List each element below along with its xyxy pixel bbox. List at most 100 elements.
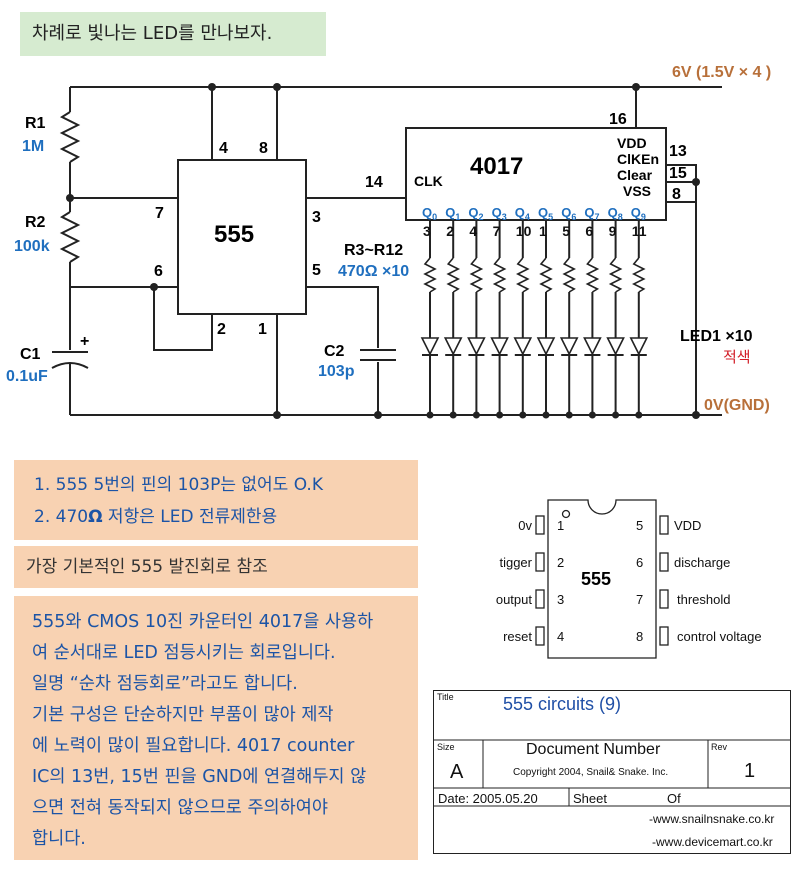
- tb-url-1: -www.snailnsnake.co.kr: [649, 812, 775, 826]
- r2-value: 100k: [14, 238, 50, 255]
- led-icon: [559, 337, 579, 356]
- description-line: 으면 전혀 동작되지 않으므로 주의하여야: [32, 798, 328, 818]
- pinout-left-num: 3: [557, 592, 564, 607]
- output-pin-number: 11: [632, 223, 647, 239]
- ground-label: 0V(GND): [704, 397, 770, 414]
- reference-box: 가장 기본적인 555 발진회로 참조: [14, 546, 418, 588]
- note-line-2: 2. 470Ω 저항은 LED 전류제한용: [34, 502, 277, 527]
- output-resistor: [516, 257, 530, 293]
- output-q-label: Q1: [445, 205, 460, 222]
- pinout-left-num: 2: [557, 555, 564, 570]
- r2-label: R2: [25, 214, 46, 231]
- pinout-right-name: control voltage: [677, 629, 762, 644]
- resistors-value: 470Ω ×10: [338, 263, 409, 280]
- output-pin-number: 4: [469, 223, 477, 239]
- output-q-label: Q2: [468, 205, 483, 222]
- output-pin-number: 3: [423, 223, 431, 239]
- tb-rev-caption: Rev: [711, 742, 728, 752]
- junction-dot: [472, 411, 480, 419]
- junction-dot: [612, 411, 620, 419]
- ic4017-vdd: VDD: [617, 135, 647, 151]
- junction-dot: [588, 411, 596, 419]
- c1-value: 0.1uF: [6, 368, 48, 385]
- ic555-pin4: 4: [219, 140, 228, 157]
- note-line-2-pre: 2. 470: [34, 507, 89, 527]
- description-line: 555와 CMOS 10진 카운터인 4017을 사용하: [32, 612, 374, 632]
- pinout-left-name: reset: [503, 629, 532, 644]
- output-pin-number: 10: [516, 223, 532, 239]
- ic4017-clear: Clear: [617, 167, 653, 183]
- output-pin-number: 6: [585, 223, 593, 239]
- note-line-2-post: 저항은 LED 전류제한용: [102, 507, 278, 527]
- tb-doc-number: Document Number: [526, 741, 661, 758]
- led-icon: [443, 337, 463, 356]
- ic4017-pin13: 13: [669, 143, 687, 160]
- ic4017-pin14: 14: [365, 174, 383, 191]
- led-icon: [513, 337, 533, 356]
- pinout-left-name: output: [496, 592, 533, 607]
- pinout-right-num: 5: [636, 518, 643, 533]
- led-icon: [629, 337, 649, 356]
- r1-value: 1M: [22, 138, 44, 155]
- output-q-label: Q4: [515, 205, 530, 222]
- led-color-label: 적색: [723, 348, 751, 366]
- pinout-diagram: 0v tigger output reset 1 2 3 4 5 6 7 8 V…: [496, 499, 762, 659]
- junction-dot: [496, 411, 504, 419]
- supply-label: 6V (1.5V × 4 ): [672, 64, 771, 81]
- ic4017-pin16: 16: [609, 111, 627, 128]
- pinout-right-num: 6: [636, 555, 643, 570]
- ic555-pin8: 8: [259, 140, 268, 157]
- notes-box: 1. 555 5번의 핀의 103P는 없어도 O.K 2. 470Ω 저항은 …: [14, 460, 418, 540]
- resistors-label: R3~R12: [344, 242, 403, 259]
- output-q-label: Q8: [608, 205, 623, 222]
- ic4017-label: 4017: [470, 153, 523, 180]
- tb-url-2: -www.devicemart.co.kr: [652, 835, 773, 849]
- ic555-pin6: 6: [154, 263, 163, 280]
- output-q-label: Q3: [492, 205, 507, 222]
- output-q-label: Q5: [538, 205, 553, 222]
- led-icon: [583, 337, 602, 356]
- led-label: LED1 ×10: [680, 328, 753, 345]
- junction-dots: [66, 83, 700, 419]
- led-icon: [490, 337, 509, 356]
- ic555-pin2: 2: [217, 321, 226, 338]
- output-resistor: [562, 257, 576, 293]
- output-pin-number: 9: [609, 223, 617, 239]
- tb-of: Of: [667, 791, 681, 806]
- pinout-chip-label: 555: [581, 569, 611, 589]
- junction-dot: [635, 411, 643, 419]
- ic555-pin1: 1: [258, 321, 267, 338]
- description-line: 합니다.: [32, 829, 86, 849]
- tb-size-value: A: [450, 761, 464, 783]
- description-line: 일명 “순차 점등회로”라고도 합니다.: [32, 674, 298, 694]
- output-resistor: [446, 257, 460, 293]
- output-pin-number: 2: [446, 223, 454, 239]
- c1-label: C1: [20, 346, 41, 363]
- pinout-left-num: 4: [557, 629, 564, 644]
- ic4017-pin15: 15: [669, 165, 687, 182]
- c1-polarity: +: [80, 333, 89, 350]
- output-resistor: [423, 257, 437, 293]
- pinout-right-name: threshold: [677, 592, 730, 607]
- led-icon: [606, 337, 625, 356]
- tb-title-value: 555 circuits (9): [503, 694, 622, 714]
- output-q-label: Q0: [422, 205, 437, 222]
- tb-copyright: Copyright 2004, Snail& Snake. Inc.: [513, 767, 669, 778]
- output-pin-number: 1: [539, 223, 547, 239]
- junction-dot: [426, 411, 434, 419]
- tb-rev-value: 1: [744, 760, 756, 782]
- description-line: IC의 13번, 15번 핀을 GND에 연결해두지 않: [32, 767, 367, 787]
- output-q-label: Q9: [631, 205, 646, 222]
- led-icon: [467, 337, 486, 356]
- output-resistor: [492, 257, 507, 293]
- c2-label: C2: [324, 343, 345, 360]
- ic555-label: 555: [214, 221, 254, 248]
- pinout-right-name: discharge: [674, 555, 730, 570]
- output-q-label: Q7: [584, 205, 599, 222]
- led-icon: [536, 337, 556, 356]
- pinout-right-num: 8: [636, 629, 643, 644]
- junction-dot: [519, 411, 527, 419]
- description-line: 기본 구성은 단순하지만 부품이 많아 제작: [32, 705, 334, 725]
- tb-title-caption: Title: [437, 692, 454, 702]
